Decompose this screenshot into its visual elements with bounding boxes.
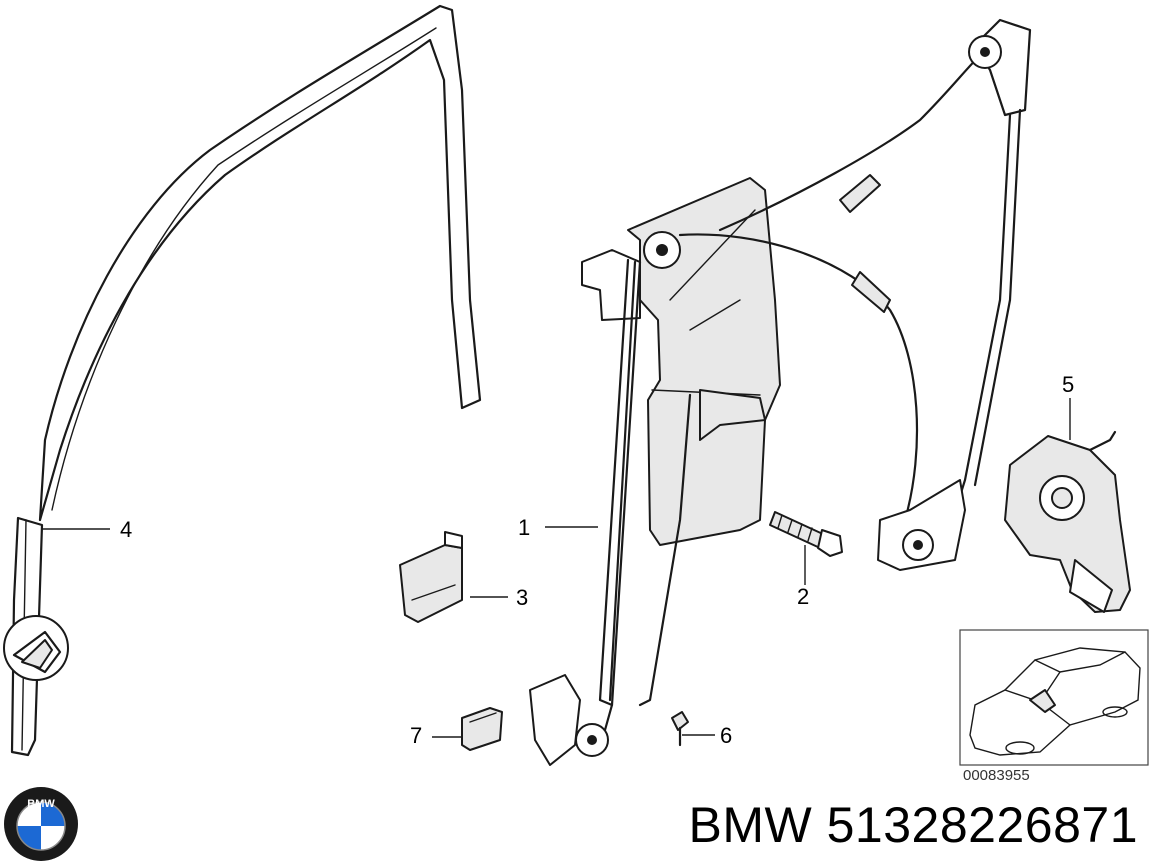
- svg-text:BMW: BMW: [27, 798, 55, 810]
- car-location-thumbnail: [959, 629, 1149, 766]
- callout-1: 1: [518, 515, 530, 540]
- bmw-logo: BMW: [4, 787, 78, 861]
- regulator-cable: [678, 18, 1032, 571]
- part-number-title: BMW 51328226871: [688, 797, 1138, 853]
- window-regulator-part: [529, 177, 781, 766]
- clip-holder-part: [461, 707, 503, 751]
- clip-part: [671, 711, 689, 747]
- leader-lines: [42, 398, 1071, 738]
- bolt-part: [769, 511, 843, 557]
- callout-2: 2: [797, 584, 809, 609]
- callout-7: 7: [410, 723, 422, 748]
- callout-3: 3: [516, 585, 528, 610]
- window-channel-seal-part: [3, 4, 482, 757]
- window-motor-part: [1004, 430, 1131, 613]
- callout-6: 6: [720, 723, 732, 748]
- bracket-part: [399, 531, 463, 623]
- callout-4: 4: [120, 517, 132, 542]
- diagram-code: 00083955: [963, 767, 1030, 784]
- callout-5: 5: [1062, 372, 1074, 397]
